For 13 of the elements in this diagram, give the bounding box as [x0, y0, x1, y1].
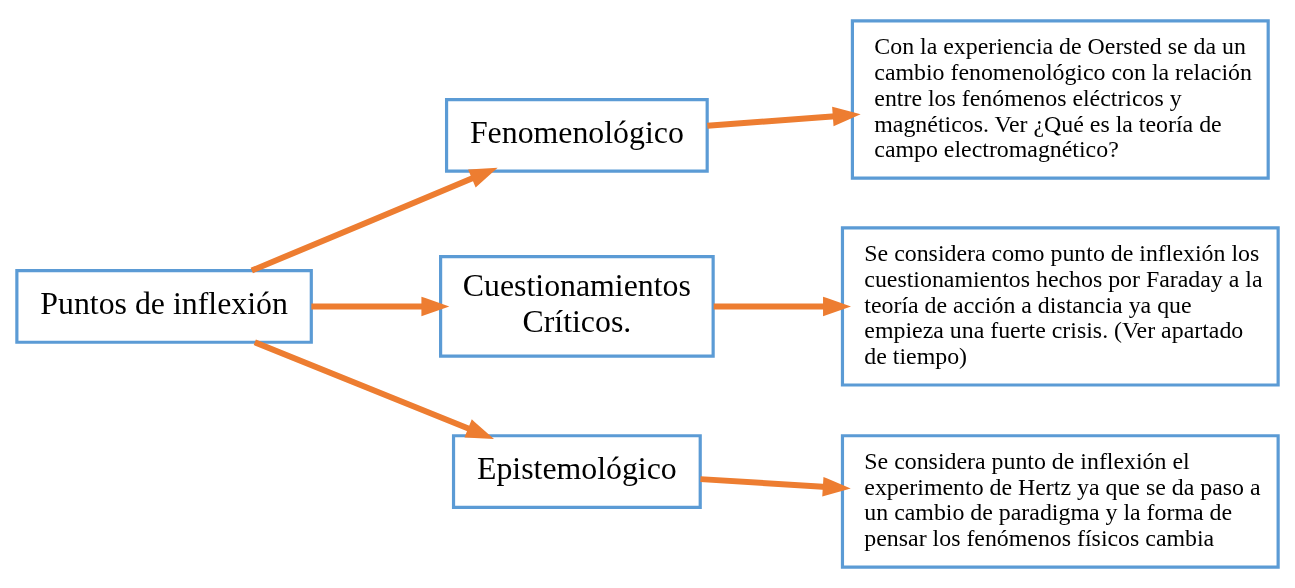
arrow — [250, 167, 498, 274]
node-box: Con la experiencia de Oersted se da un cambio fenomenológico con la relación entre los fenómenos eléctricos y magnéticos. Ver ¿Qué es la teoría de campo electromagnético? — [850, 19, 1270, 180]
node-box: Cuestionamientos Críticos. — [439, 255, 715, 358]
node-box: Fenomenológico — [445, 97, 709, 173]
node-box: Se considera como punto de inflexión los cuestionamientos hechos por Faraday a la teoría de acción a distancia ya que empieza una fuerte crisis. (Ver apartado de tiempo) — [840, 226, 1280, 387]
arrow — [311, 296, 450, 317]
node-box: Puntos de inflexión — [15, 269, 313, 344]
arrow — [700, 476, 851, 497]
node-box: Epistemológico — [451, 434, 702, 509]
arrow — [713, 296, 851, 317]
arrow — [707, 106, 861, 129]
node-box: Se considera punto de inflexión el experimento de Hertz ya que se da paso a un cambio de paradigma y la forma de pensar los fenómenos físicos cambia — [840, 434, 1280, 569]
arrow — [253, 339, 494, 439]
